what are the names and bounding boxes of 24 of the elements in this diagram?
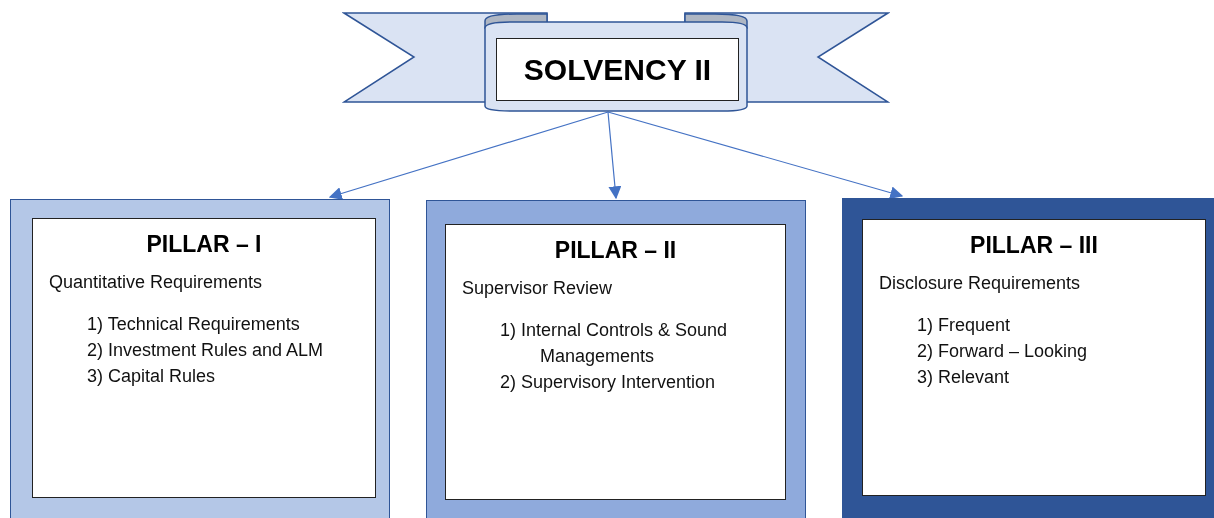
arrow (607, 111, 904, 200)
banner-title: SOLVENCY II (496, 38, 739, 101)
pillar-subtitle: Disclosure Requirements (879, 273, 1082, 294)
arrow (607, 111, 622, 200)
pillar-frame (842, 198, 1214, 518)
pillar-frame (426, 200, 806, 518)
pillar-card (862, 219, 1206, 496)
pillar-card (445, 224, 786, 500)
list-item: 1) Technical Requirements (86, 313, 301, 336)
list-item: 2) Forward – Looking (916, 340, 1089, 364)
list-item: 2) Investment Rules and ALM (86, 339, 325, 363)
pillar-subtitle: Quantitative Requirements (49, 272, 264, 293)
list-item: 3) Relevant (916, 366, 1011, 390)
pillar-subtitle: Supervisor Review (462, 278, 614, 299)
pillar-card (32, 218, 376, 498)
pillar-heading: PILLAR – III (969, 232, 1099, 259)
list-item: 2) Supervisory Intervention (499, 371, 717, 395)
arrow (328, 111, 609, 200)
pillar-frame (10, 199, 390, 518)
list-item: 1) Internal Controls & Sound Managements (499, 319, 729, 369)
list-item: 3) Capital Rules (86, 365, 217, 389)
list-item: 1) Frequent (916, 314, 1012, 337)
pillar-heading: PILLAR – II (553, 237, 678, 264)
pillar-heading: PILLAR – I (145, 231, 263, 258)
